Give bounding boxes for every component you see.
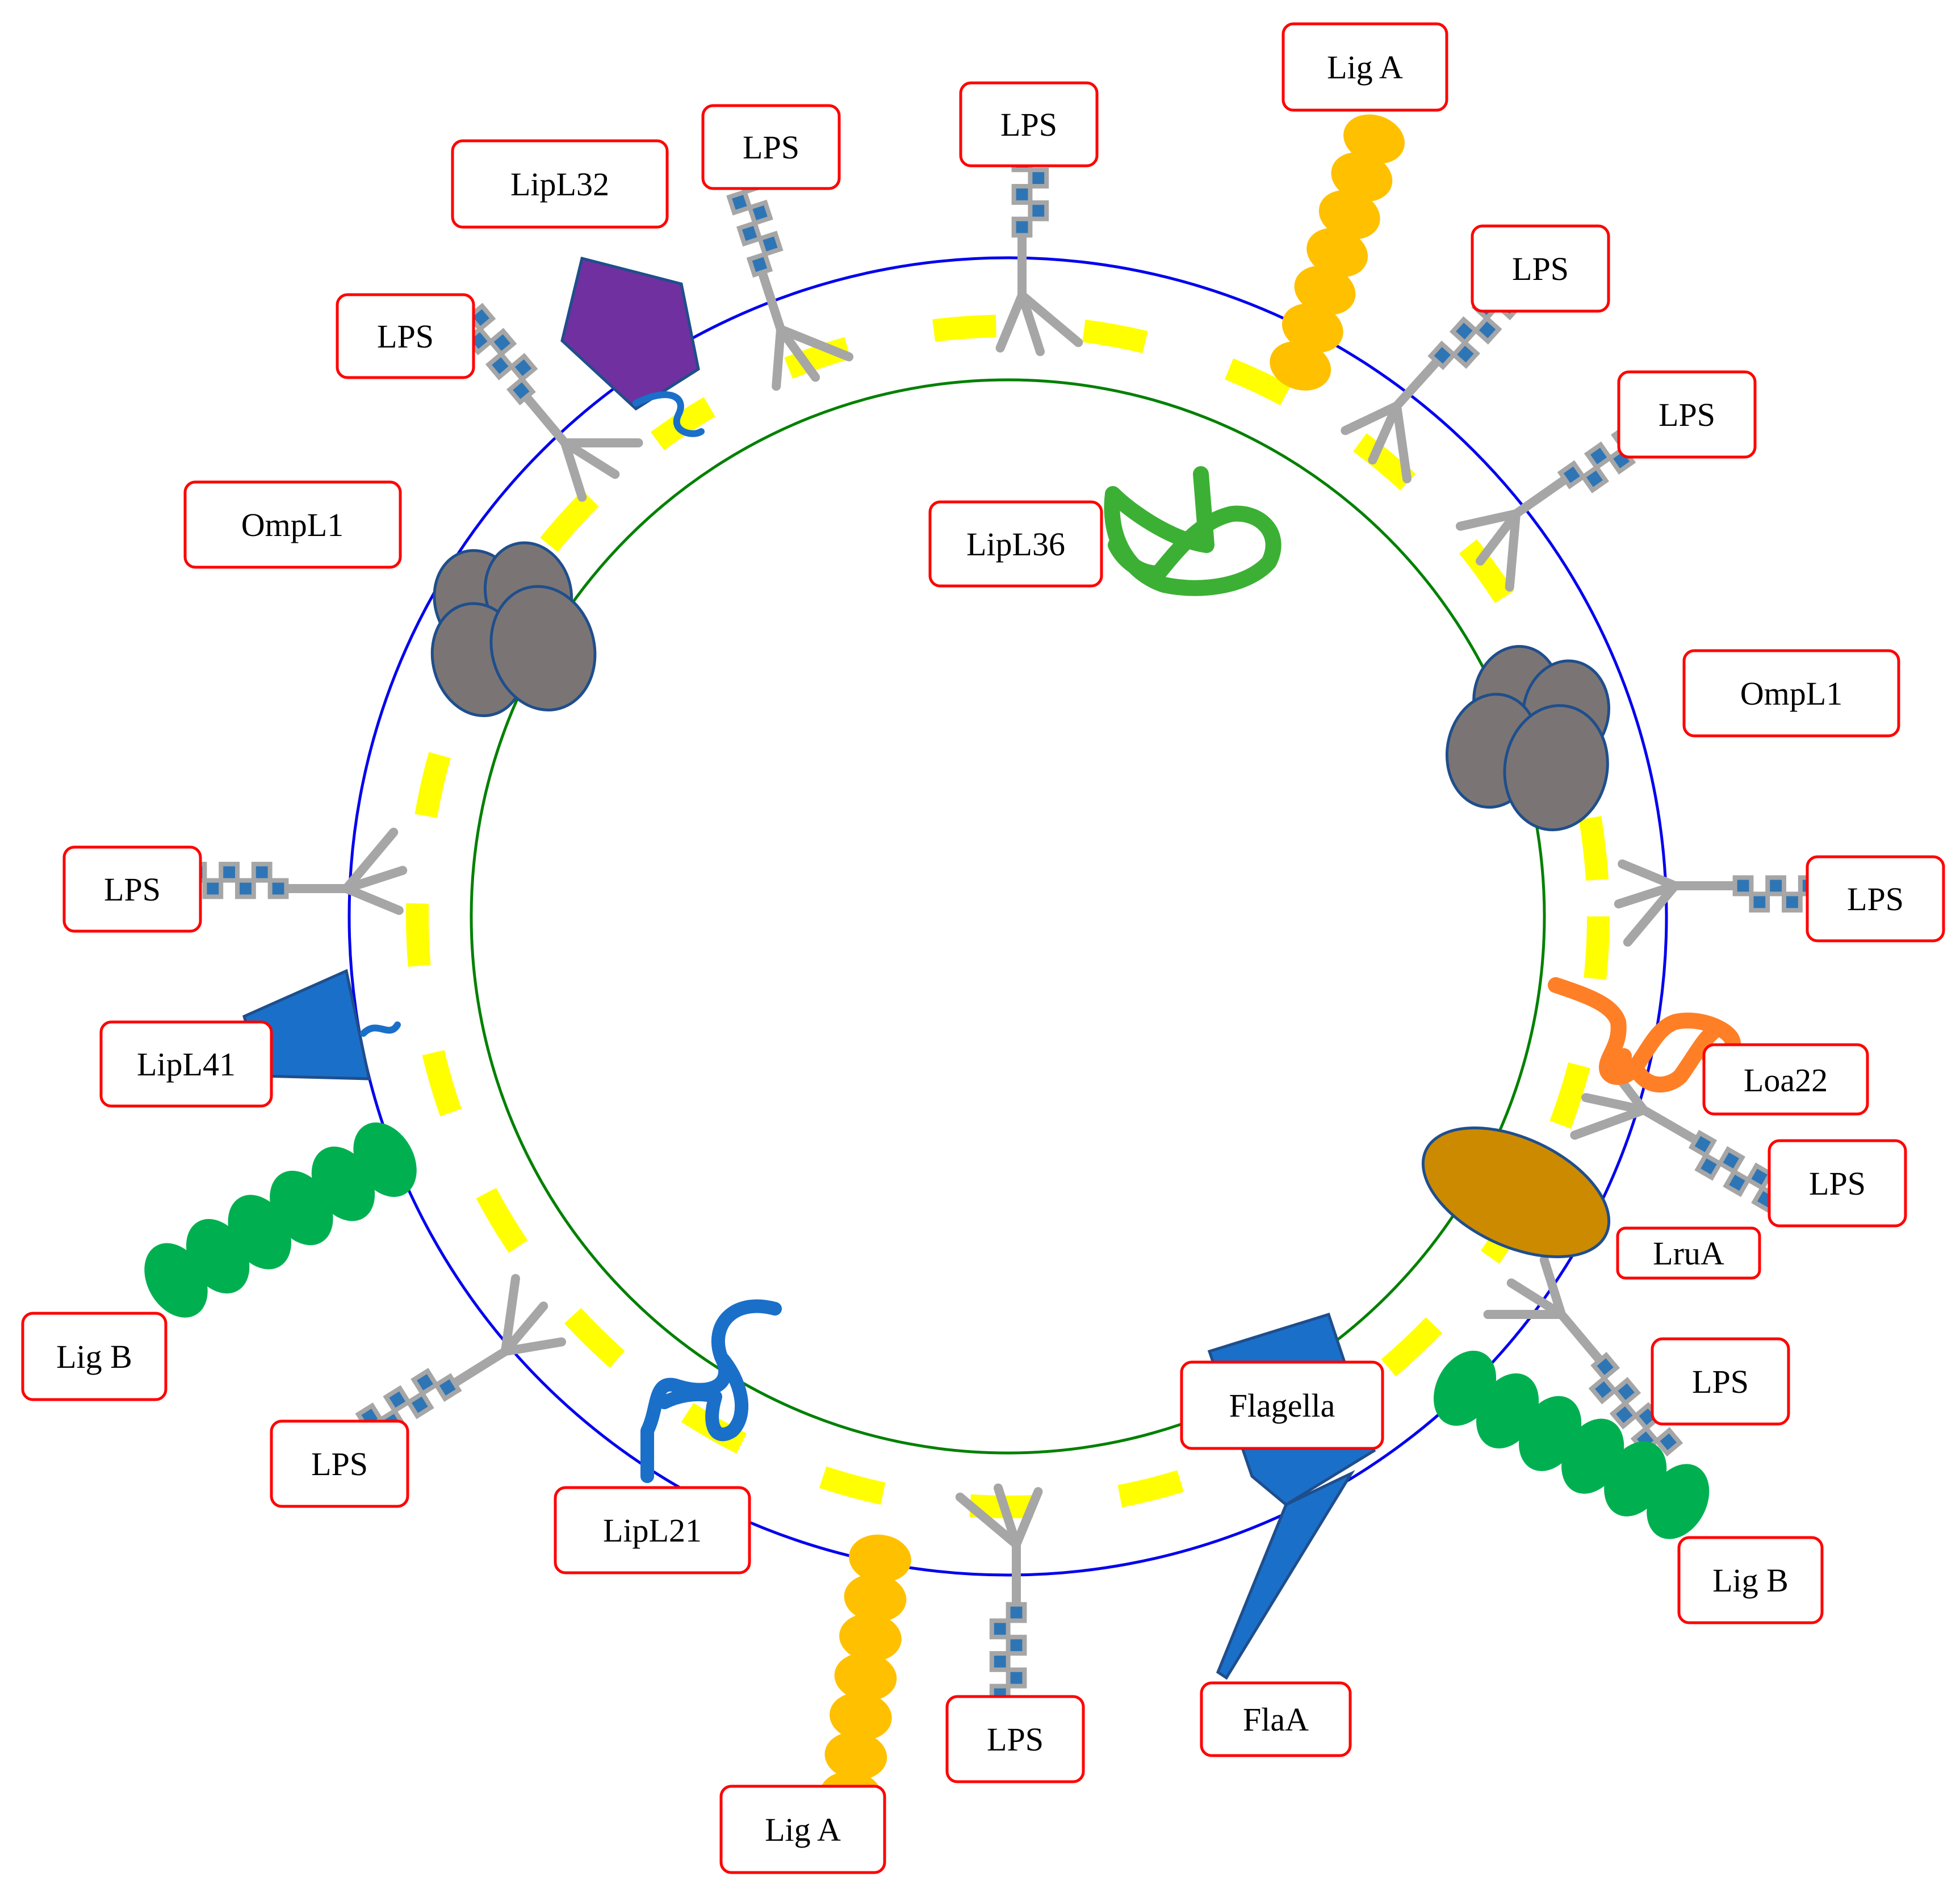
svg-text:LPS: LPS: [377, 318, 434, 355]
svg-text:LipL21: LipL21: [603, 1512, 702, 1549]
label-lps: LPS: [1617, 370, 1757, 459]
label-ompl1-left: OmpL1: [183, 480, 402, 569]
lig-b-domain-chain-icon: [131, 1111, 430, 1329]
svg-text:LPS: LPS: [1659, 396, 1715, 433]
lipl36-coil-icon: [1104, 466, 1281, 596]
label-lig-a-bottom: Lig A: [719, 1785, 886, 1874]
svg-text:OmpL1: OmpL1: [1740, 675, 1842, 712]
svg-text:LipL32: LipL32: [510, 166, 609, 203]
svg-text:Loa22: Loa22: [1744, 1062, 1828, 1099]
svg-text:LPS: LPS: [987, 1721, 1044, 1758]
svg-text:Lig A: Lig A: [765, 1811, 841, 1848]
label-lipl32: LipL32: [451, 139, 669, 229]
svg-text:LPS: LPS: [1000, 106, 1057, 143]
lps-icon: [960, 1488, 1038, 1719]
label-lps: LPS: [945, 1695, 1085, 1783]
svg-text:Flagella: Flagella: [1229, 1387, 1335, 1424]
label-lps: LPS: [1471, 224, 1610, 313]
label-lipl41: LipL41: [99, 1020, 273, 1108]
label-lipl36: LipL36: [928, 500, 1103, 588]
label-flaa: FlaA: [1200, 1681, 1352, 1757]
label-lps: LPS: [1651, 1337, 1790, 1426]
lps-icon: [172, 832, 403, 911]
svg-text:Lig A: Lig A: [1327, 49, 1403, 86]
svg-text:Lig B: Lig B: [1712, 1562, 1789, 1599]
label-lps: LPS: [1768, 1139, 1907, 1228]
label-ompl1-right: OmpL1: [1682, 649, 1900, 738]
label-lps: LPS: [701, 104, 841, 190]
label-lig-a-top: Lig A: [1281, 22, 1448, 112]
svg-text:LPS: LPS: [1692, 1363, 1749, 1400]
svg-text:FlaA: FlaA: [1243, 1701, 1309, 1738]
lrua-ellipse-icon: [1421, 1126, 1611, 1259]
svg-text:Lig B: Lig B: [56, 1338, 132, 1375]
label-flagella: Flagella: [1180, 1360, 1384, 1450]
label-lrua: LruA: [1616, 1226, 1761, 1280]
label-lps: LPS: [62, 845, 202, 933]
label-lig-b-right: Lig B: [1677, 1536, 1824, 1624]
loa22-coil-icon: [1548, 977, 1741, 1093]
label-lps: LPS: [959, 81, 1099, 167]
label-lipl21: LipL21: [554, 1486, 751, 1574]
lipl21-icon: [640, 1299, 782, 1483]
svg-text:OmpL1: OmpL1: [241, 506, 344, 543]
lig-a-domain-chain-icon: [817, 1531, 914, 1823]
svg-text:LPS: LPS: [311, 1446, 368, 1482]
svg-text:LruA: LruA: [1653, 1235, 1724, 1272]
label-lps: LPS: [1806, 855, 1945, 943]
svg-text:LPS: LPS: [743, 129, 799, 166]
ompl1-porin-icon: [407, 525, 609, 737]
label-lps: LPS: [336, 293, 475, 379]
label-loa22: Loa22: [1702, 1043, 1869, 1116]
svg-text:LipL41: LipL41: [137, 1046, 236, 1083]
svg-text:LPS: LPS: [1512, 250, 1569, 287]
lig-a-domain-chain-icon: [1263, 107, 1412, 399]
lipl32-pentagon-icon: [560, 256, 705, 437]
svg-text:LPS: LPS: [1809, 1165, 1866, 1202]
svg-text:LPS: LPS: [1847, 881, 1904, 918]
inner-membrane: [470, 378, 1546, 1455]
ompl1-porin-icon: [1436, 636, 1626, 838]
label-lps: LPS: [270, 1419, 409, 1508]
outer-membrane: [347, 256, 1668, 1577]
label-lig-b-left: Lig B: [21, 1312, 167, 1401]
svg-text:LipL36: LipL36: [966, 526, 1065, 563]
svg-text:LPS: LPS: [104, 871, 161, 908]
